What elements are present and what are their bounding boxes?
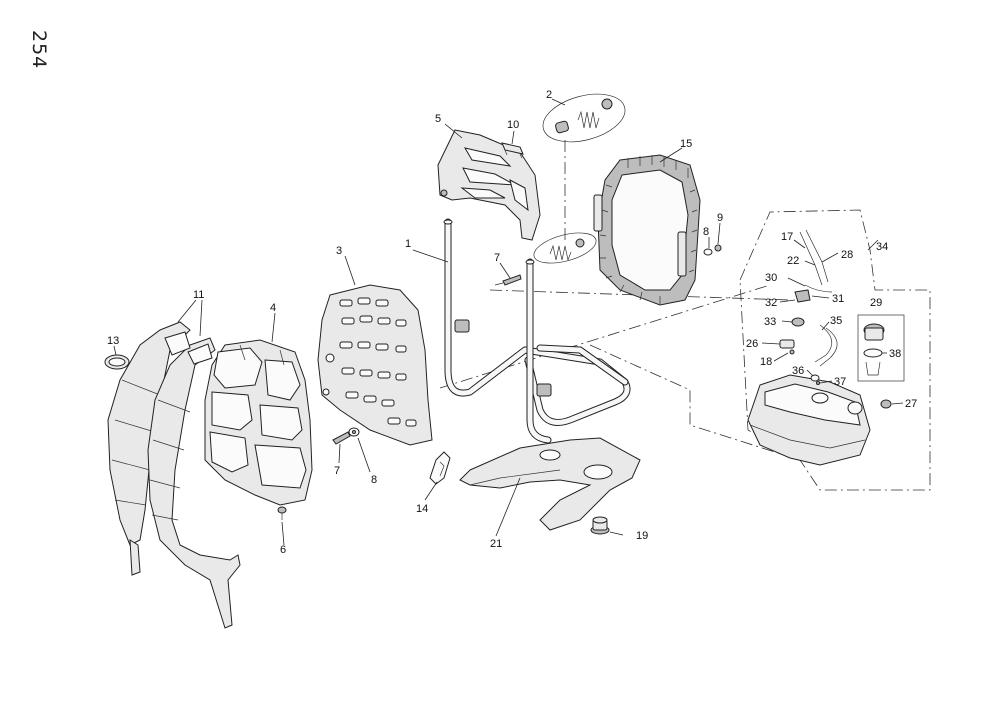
- callout-8-upper: 8: [703, 226, 709, 238]
- callout-7-upper: 7: [494, 252, 500, 264]
- callout-14: 14: [416, 503, 428, 515]
- callout-3: 3: [336, 245, 342, 257]
- callout-29: 29: [870, 297, 882, 309]
- drain-cap: [590, 516, 610, 535]
- back-plate: [317, 284, 433, 446]
- callout-5: 5: [435, 113, 441, 125]
- shoulder-straps: [107, 321, 241, 629]
- screw-6: [277, 506, 287, 520]
- strap-buckle: [104, 354, 130, 370]
- callout-6: 6: [280, 544, 286, 556]
- page-number: 254: [28, 30, 50, 70]
- callout-11: 11: [193, 289, 204, 301]
- callout-7-lower: 7: [334, 465, 340, 477]
- leader-lines: [113, 98, 904, 546]
- callout-2: 2: [546, 89, 552, 101]
- spring-kit-upper: [542, 93, 626, 143]
- callout-32: 32: [765, 297, 777, 309]
- ring-14: [429, 451, 451, 485]
- fuel-cap-kit: [857, 314, 905, 382]
- callout-19: 19: [636, 530, 648, 542]
- callout-33: 33: [764, 316, 776, 328]
- callout-30: 30: [765, 272, 777, 284]
- base-plate: [459, 437, 641, 531]
- callout-37: 37: [834, 376, 846, 388]
- callout-15: 15: [680, 138, 692, 150]
- fuel-tank: [747, 374, 871, 466]
- washer-nut-upper: [703, 244, 722, 256]
- callout-31: 31: [832, 293, 844, 305]
- screw-washer-lower: [332, 427, 360, 445]
- back-cushion: [204, 339, 313, 506]
- callout-1: 1: [405, 238, 411, 250]
- assembly-guide-lines: [439, 140, 801, 461]
- callout-26: 26: [746, 338, 758, 350]
- callout-22: 22: [787, 255, 799, 267]
- engine-cover: [593, 154, 701, 306]
- callout-27: 27: [905, 398, 917, 410]
- top-handle-frame: [437, 129, 541, 241]
- spring-kit-lower: [533, 232, 597, 264]
- callout-38: 38: [889, 348, 901, 360]
- callout-18: 18: [760, 356, 772, 368]
- callout-4: 4: [270, 302, 276, 314]
- callout-numbers: 1 2 3 4 5 6 7 7 8 8 9 10 11 13 14 15 17 …: [107, 89, 917, 556]
- callout-8-lower: 8: [371, 474, 377, 486]
- clip-10: [501, 142, 524, 159]
- callout-10: 10: [507, 119, 519, 131]
- frame-tubes: [443, 218, 631, 444]
- callout-21: 21: [490, 538, 502, 550]
- callout-28: 28: [841, 249, 853, 261]
- callout-36: 36: [792, 365, 804, 377]
- callout-35: 35: [830, 315, 842, 327]
- callout-9: 9: [717, 212, 723, 224]
- callout-34: 34: [876, 241, 888, 253]
- callout-13: 13: [107, 335, 119, 347]
- callout-17: 17: [781, 231, 793, 243]
- screw-upper: [494, 274, 522, 286]
